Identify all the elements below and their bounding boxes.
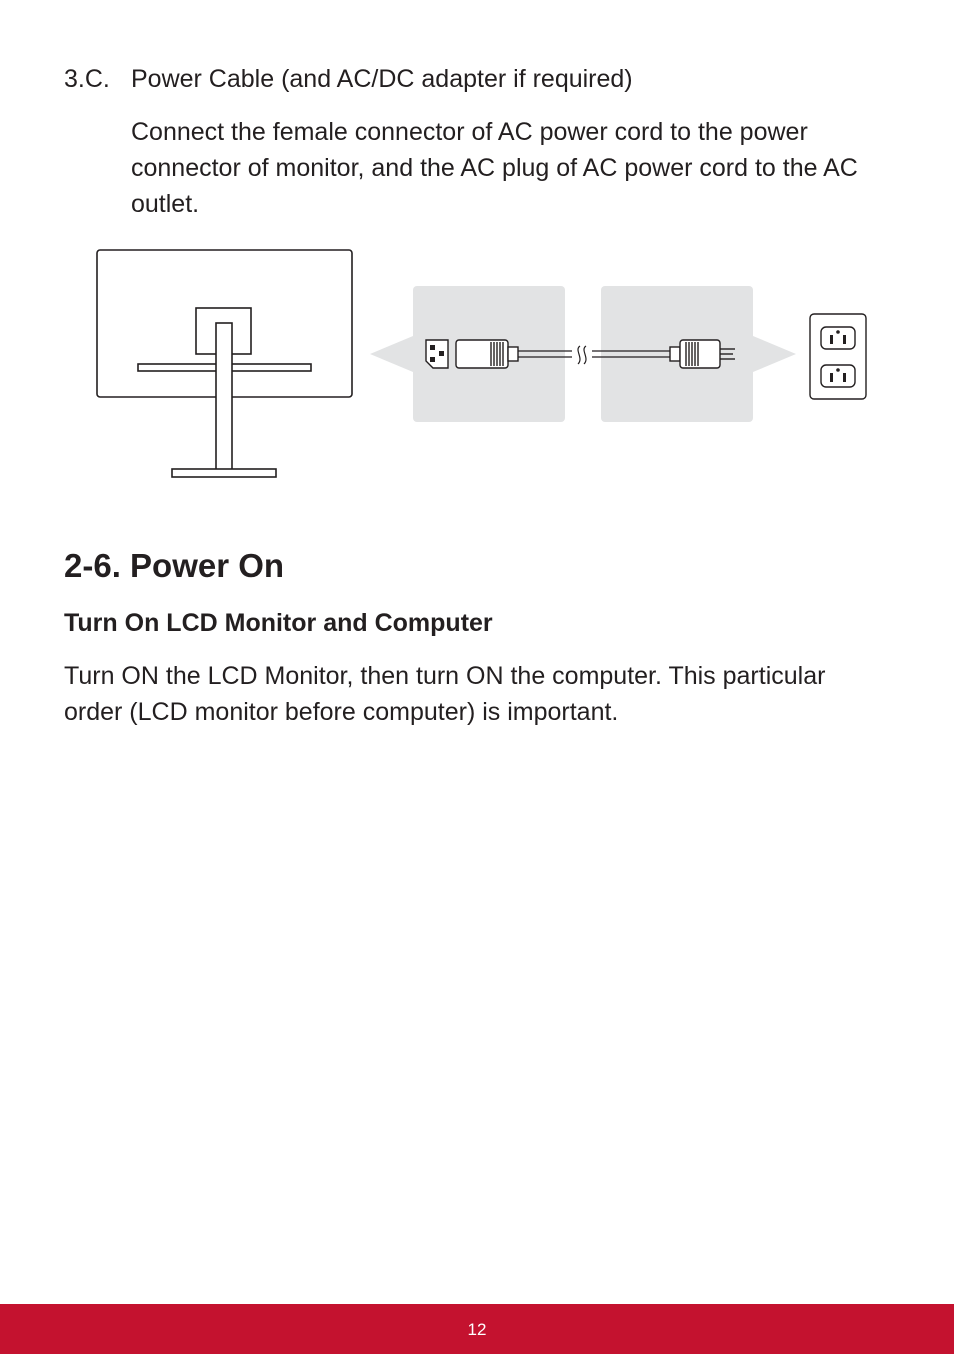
step-title: Power Cable (and AC/DC adapter if requir…	[131, 65, 633, 93]
footer-bar: 12	[0, 1304, 954, 1354]
page-number: 12	[467, 1320, 487, 1339]
cable-break-icon	[577, 345, 587, 365]
power-cable	[518, 350, 670, 358]
power-connection-diagram	[96, 249, 867, 478]
step-description: Connect the female connector of AC power…	[131, 118, 858, 218]
iec-female-connector-icon	[425, 339, 519, 369]
monitor-rear-icon	[96, 249, 353, 478]
section-subheading: Turn On LCD Monitor and Computer	[64, 609, 493, 637]
section-title: 2-6. Power On	[64, 547, 285, 584]
section-paragraph: Turn ON the LCD Monitor, then turn ON th…	[64, 662, 826, 726]
step-number: 3.C.	[64, 65, 110, 93]
ac-plug-icon	[669, 339, 735, 369]
wall-outlet-icon	[809, 313, 867, 400]
